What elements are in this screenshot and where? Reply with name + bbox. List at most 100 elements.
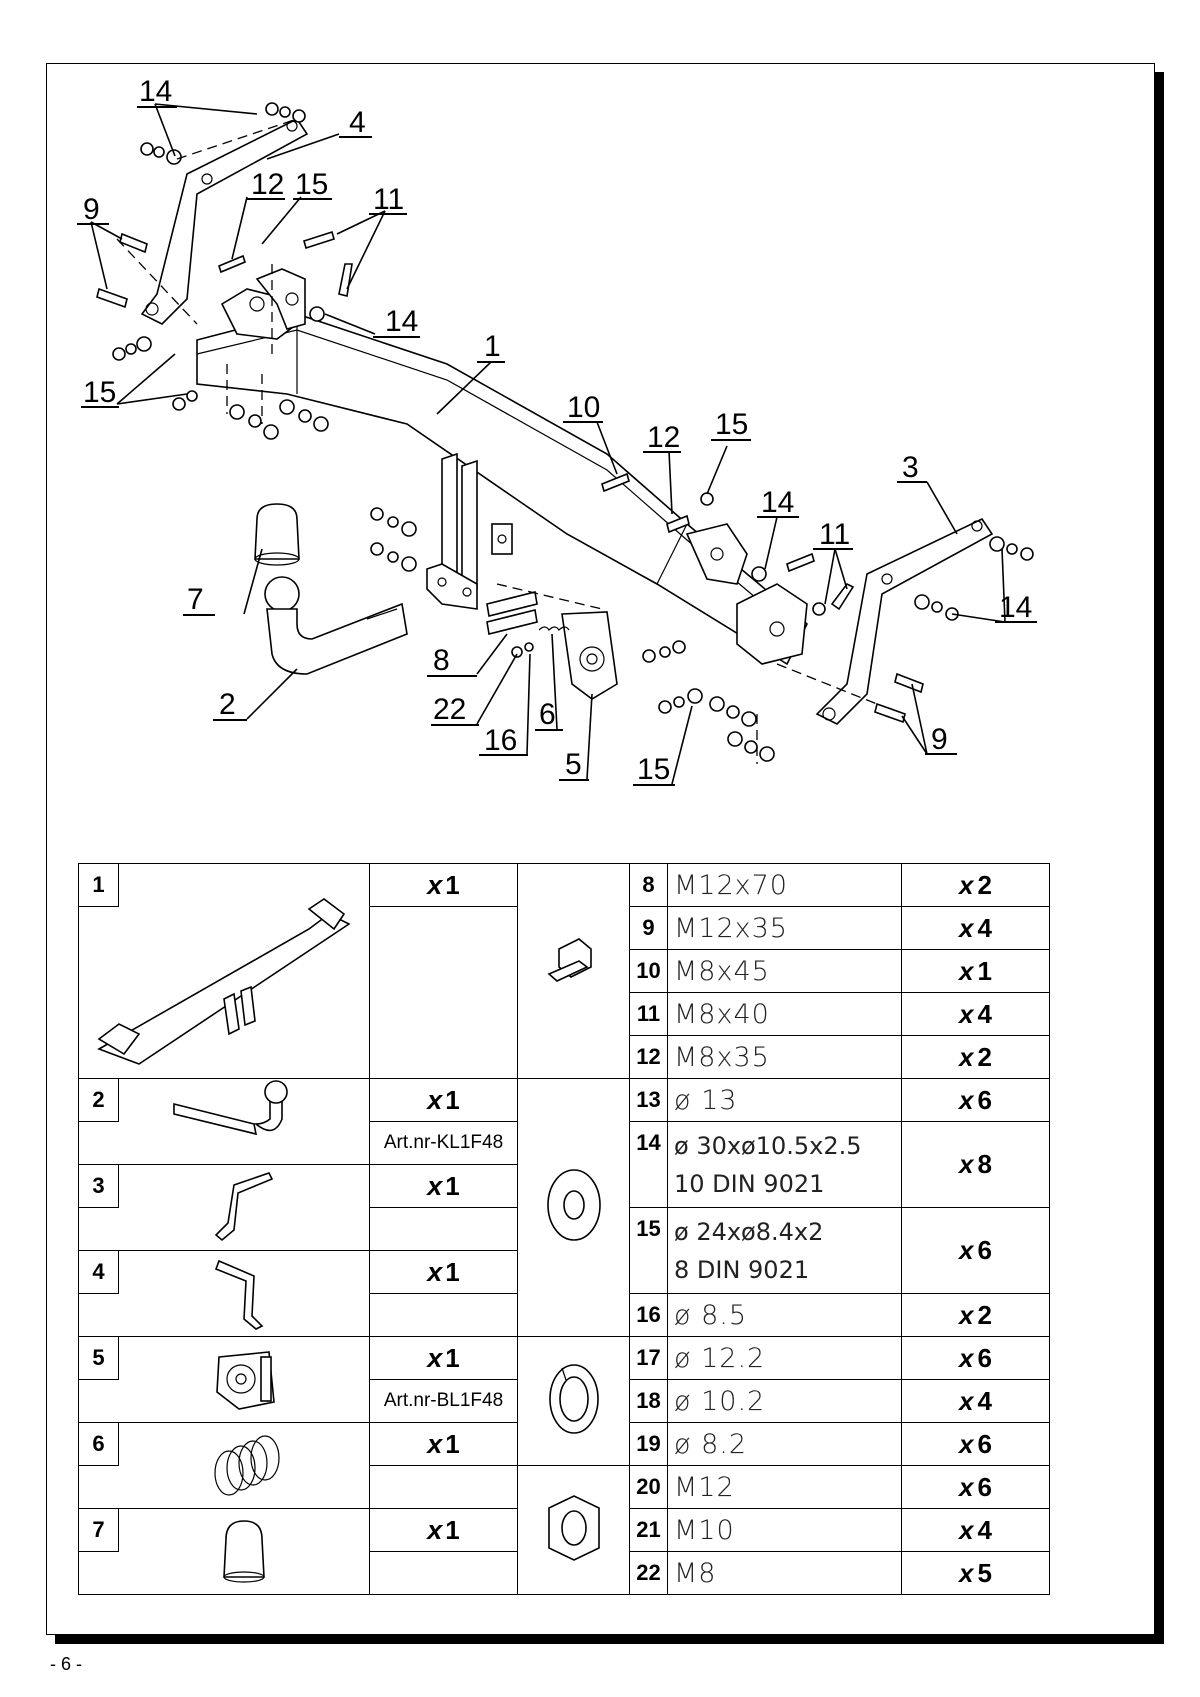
bolt-image-cell <box>517 863 630 1079</box>
hardware-spec: M10 <box>667 1508 902 1552</box>
nut-image-cell <box>517 1465 630 1595</box>
washer-image-cell <box>517 1078 630 1337</box>
callout-11: 11 <box>819 518 850 551</box>
hardware-number: 20 <box>629 1465 668 1509</box>
hardware-spec: M8x40 <box>667 992 902 1036</box>
assembly-lines <box>116 118 878 764</box>
hardware-spec: ø 8.2 <box>667 1422 902 1466</box>
hardware-number: 22 <box>629 1551 668 1595</box>
hardware-spec: ø 10.2 <box>667 1379 902 1423</box>
part-1-image-cell <box>97 863 370 1079</box>
part-3-image-cell <box>118 1164 370 1251</box>
spring-icon <box>214 1435 280 1496</box>
hardware-spec: M8 <box>667 1551 902 1595</box>
part-6-image-cell <box>118 1422 370 1509</box>
hardware-spec: M12x70 <box>667 863 902 907</box>
callout-11: 11 <box>373 183 404 216</box>
part-number: 7 <box>78 1508 119 1552</box>
callout-15: 15 <box>637 753 670 786</box>
article-number: Art.nr-KL1F48 <box>369 1121 518 1165</box>
callout-1: 1 <box>484 330 501 363</box>
part-number: 3 <box>78 1164 119 1208</box>
hardware-number: 10 <box>629 949 668 993</box>
part-number: 5 <box>78 1336 119 1380</box>
socket-plate-drawing <box>538 611 618 700</box>
part-7-image-cell <box>118 1508 370 1595</box>
callout-12: 12 <box>647 421 680 454</box>
bolt-icon <box>547 937 592 982</box>
hardware-number: 16 <box>629 1293 668 1337</box>
flat-washer-icon <box>546 1169 601 1241</box>
callout-7: 7 <box>187 583 204 616</box>
leader-lines <box>90 103 1006 785</box>
callout-3: 3 <box>902 451 919 484</box>
hardware-spec: ø 12.2 <box>667 1336 902 1380</box>
part-2-image-cell <box>118 1078 370 1165</box>
main-crossbar-drawing <box>196 268 808 666</box>
hardware-spec: ø 13 <box>667 1078 902 1122</box>
part-number: 4 <box>78 1250 119 1294</box>
hardware-number: 11 <box>629 992 668 1036</box>
hardware-spec: M12 <box>667 1465 902 1509</box>
callout-9: 9 <box>83 193 100 226</box>
callout-15: 15 <box>295 168 328 201</box>
part-5-image-cell <box>118 1336 370 1423</box>
callout-9: 9 <box>931 723 948 756</box>
callout-4: 4 <box>349 106 366 139</box>
callout-14: 14 <box>761 486 794 519</box>
article-number: Art.nr-BL1F48 <box>369 1379 518 1423</box>
hardware-spec: ø 8.5 <box>667 1293 902 1337</box>
crossbar-icon <box>97 897 351 1065</box>
tow-ball-icon <box>173 1080 288 1136</box>
hex-nut-icon <box>547 1494 600 1561</box>
hardware-number: 15 <box>629 1207 668 1294</box>
hardware-number: 9 <box>629 906 668 950</box>
fasteners-drawing <box>96 102 1034 762</box>
hardware-number: 21 <box>629 1508 668 1552</box>
callout-6: 6 <box>539 698 556 731</box>
hardware-number: 17 <box>629 1336 668 1380</box>
callout-14: 14 <box>385 305 418 338</box>
callout-16: 16 <box>484 724 517 757</box>
spring-washer-icon <box>548 1363 599 1434</box>
part-number: 2 <box>78 1078 119 1122</box>
callout-15: 15 <box>715 408 748 441</box>
callout-5: 5 <box>565 748 582 781</box>
callout-8: 8 <box>433 644 450 677</box>
bolts-8-drawing <box>486 591 538 635</box>
callout-12: 12 <box>251 168 284 201</box>
part-number: 6 <box>78 1422 119 1466</box>
hardware-number: 14 <box>629 1121 668 1208</box>
hardware-spec: M8x45 <box>667 949 902 993</box>
exploded-assembly-diagram: 14 4 9 12 15 11 14 15 1 10 12 15 3 14 11… <box>77 75 1037 786</box>
